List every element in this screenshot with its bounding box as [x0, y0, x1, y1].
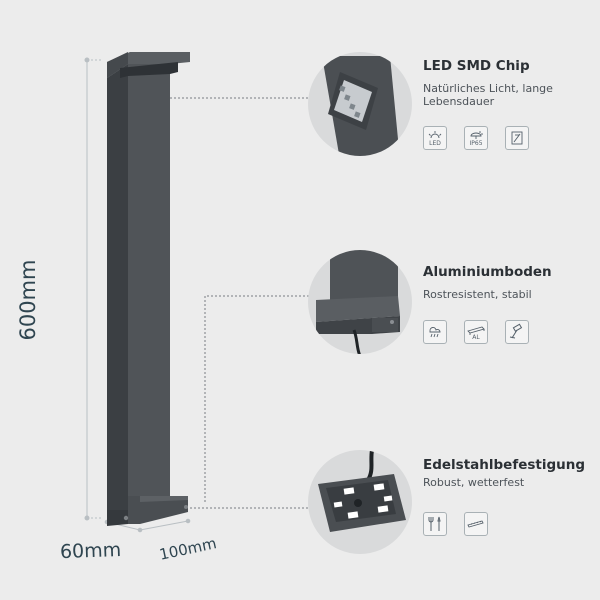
- height-dimension-label: 600mm: [16, 259, 40, 341]
- callout-led-chip: [308, 52, 412, 156]
- led-icon: LED: [423, 126, 447, 150]
- height-dimension-line: [84, 57, 102, 521]
- feature-title-aluminium: Aluminiumboden: [423, 264, 552, 280]
- callout-stainless-mount: [308, 450, 412, 554]
- depth-dimension-label: 60mm: [59, 538, 122, 564]
- screw-icon: [464, 512, 488, 536]
- ip65-icon: IP65: [464, 126, 488, 150]
- feature-subtitle-led: Natürliches Licht, lange Lebensdauer: [423, 82, 553, 108]
- feature-title-led: LED SMD Chip: [423, 58, 530, 74]
- aluminium-profile-icon: AL: [464, 320, 488, 344]
- weather-icon: [423, 320, 447, 344]
- tools-icon: [423, 512, 447, 536]
- feature-title-stainless: Edelstahlbefestigung: [423, 457, 586, 473]
- callout-aluminium-base: [308, 250, 412, 354]
- hammer-icon: [505, 320, 529, 344]
- feature-subtitle-aluminium: Rostresistent, stabil: [423, 288, 532, 301]
- callout-connectors: [170, 97, 318, 509]
- feature-subtitle-stainless: Robust, wetterfest: [423, 476, 525, 489]
- panel-icon: [505, 126, 529, 150]
- bollard: [107, 52, 190, 526]
